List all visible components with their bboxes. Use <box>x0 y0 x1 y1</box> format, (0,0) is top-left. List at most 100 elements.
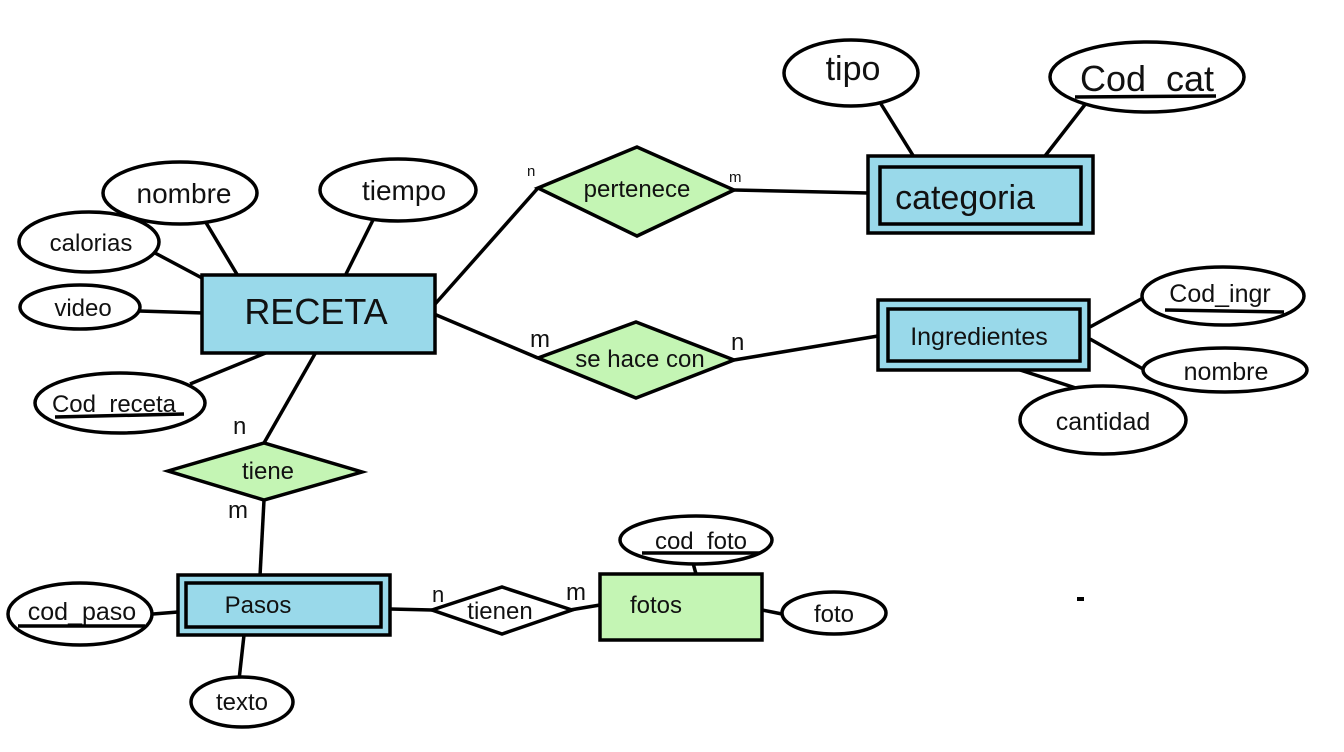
line-cantidad-ingredientes <box>1016 367 1083 392</box>
entity-fotos-label: fotos <box>630 592 682 619</box>
attribute-foto-ellipse <box>780 590 888 636</box>
attribute-foto: foto <box>780 590 888 636</box>
relationship-tienen-diamond <box>426 585 578 636</box>
attribute-video-ellipse <box>18 283 142 331</box>
line-nombre-receta <box>203 220 240 277</box>
entity-ingredientes-label: Ingredientes <box>910 323 1048 351</box>
relationship-se-hace-con-diamond <box>533 320 739 400</box>
line-codreceta-receta <box>189 350 269 386</box>
entity-receta: RECETA <box>200 273 437 355</box>
attribute-texto-ellipse <box>189 675 295 729</box>
attribute-cod-ingr: Cod_ingr <box>1140 265 1306 327</box>
entity-receta-box <box>200 273 437 355</box>
line-tiene-pasos <box>258 499 266 577</box>
line-codpaso-pasos <box>152 610 179 616</box>
cardinality-labels: n m m n n m n m <box>228 163 744 607</box>
attribute-cod-cat-key-underline <box>1074 94 1217 99</box>
cardinality-sehace-ingredientes: n <box>731 329 744 356</box>
attribute-video-label: video <box>54 295 111 322</box>
attribute-tipo: tipo <box>782 38 920 108</box>
relationship-pertenece-label: pertenece <box>584 176 691 203</box>
attribute-cod-cat: Cod_cat <box>1048 40 1246 114</box>
attribute-calorias-ellipse <box>17 210 161 274</box>
attribute-calorias: calorias <box>17 210 161 274</box>
cardinality-tienen-fotos: m <box>566 579 586 606</box>
attribute-cod-paso-label: cod_paso <box>28 598 136 626</box>
relationship-tiene-label: tiene <box>242 458 294 485</box>
attribute-nombre-receta-label: nombre <box>137 178 232 209</box>
entity-pasos-label: Pasos <box>225 592 292 619</box>
attribute-nombre-ingr: nombre <box>1141 346 1309 394</box>
attribute-cod-receta: Cod_receta <box>33 371 207 435</box>
line-video-receta <box>138 309 205 315</box>
relationship-se-hace-con: se hace con <box>533 320 739 400</box>
line-receta-sehacecon <box>433 312 539 360</box>
attribute-cantidad-label: cantidad <box>1056 408 1151 436</box>
entity-categoria-label: categoria <box>895 179 1035 217</box>
entity-pasos: Pasos <box>176 573 392 637</box>
attribute-cantidad-ellipse <box>1018 384 1188 456</box>
attribute-texto-label: texto <box>216 689 268 716</box>
attribute-cod-ingr-key-underline <box>1164 308 1285 314</box>
attribute-cod-cat-label: Cod_cat <box>1080 58 1214 99</box>
line-pasos-tienen <box>389 607 433 612</box>
cardinality-tiene-receta: n <box>233 413 246 440</box>
line-receta-pertenece <box>426 186 540 314</box>
relationship-tienen: tienen <box>426 585 578 636</box>
line-sehacecon-ingredientes <box>733 334 879 362</box>
entity-ingredientes-inner <box>886 307 1082 363</box>
attribute-nombre-receta-ellipse <box>101 160 259 226</box>
attribute-cantidad: cantidad <box>1018 384 1188 456</box>
attributes: nombre tiempo calorias video Cod_receta … <box>6 38 1309 729</box>
attribute-tiempo: tiempo <box>318 157 478 223</box>
attribute-nombre-ingr-ellipse <box>1141 346 1309 394</box>
attribute-cod-paso: cod_paso <box>6 581 154 647</box>
line-codingr-ingredientes <box>1089 296 1144 329</box>
line-codcat-categoria <box>1043 100 1089 158</box>
attribute-tipo-label: tipo <box>826 50 881 88</box>
entity-receta-label: RECETA <box>244 291 387 332</box>
entity-categoria-inner <box>878 165 1083 226</box>
cardinality-tiene-pasos: m <box>228 497 248 524</box>
attribute-nombre-ingr-label: nombre <box>1184 358 1269 386</box>
relationship-tienen-label: tienen <box>467 598 532 625</box>
stray-mark <box>1077 597 1084 601</box>
line-foto-fotos <box>761 608 783 616</box>
attribute-calorias-label: calorias <box>50 230 133 257</box>
entity-pasos-inner <box>184 581 383 629</box>
line-calorias-receta <box>154 251 203 280</box>
line-tiempo-receta <box>344 219 375 275</box>
line-pertenece-categoria <box>733 188 869 195</box>
cardinality-pertenece-categoria: m <box>729 169 742 186</box>
relationship-pertenece: pertenece <box>533 145 739 238</box>
line-nombre-ingredientes <box>1089 337 1144 371</box>
line-receta-tiene <box>262 351 318 444</box>
attribute-cod-paso-ellipse <box>6 581 154 647</box>
line-texto-pasos <box>237 634 246 681</box>
cardinality-sehace-receta: m <box>530 326 550 353</box>
attribute-tipo-ellipse <box>782 38 920 108</box>
line-tipo-categoria <box>879 103 916 158</box>
entity-fotos: fotos <box>598 572 764 642</box>
attribute-cod-foto-label: cod_foto <box>655 528 747 555</box>
attribute-tiempo-label: tiempo <box>362 175 446 206</box>
relationship-tiene: tiene <box>161 441 369 502</box>
attribute-cod-receta-key-underline <box>54 412 185 419</box>
relationship-se-hace-con-label: se hace con <box>575 346 704 373</box>
attribute-texto: texto <box>189 675 295 729</box>
entity-fotos-box <box>598 572 764 642</box>
relationship-pertenece-diamond <box>533 145 739 238</box>
entity-ingredientes: Ingredientes <box>876 298 1091 372</box>
attribute-tiempo-ellipse <box>318 157 478 223</box>
relationship-tiene-diamond <box>161 441 369 502</box>
entity-categoria: categoria <box>866 154 1095 235</box>
attribute-cod-ingr-label: Cod_ingr <box>1169 280 1270 308</box>
attribute-video: video <box>18 283 142 331</box>
attribute-cod-foto: cod_foto <box>618 514 774 566</box>
attribute-nombre-receta: nombre <box>101 160 259 226</box>
attribute-foto-label: foto <box>814 601 854 628</box>
connector-lines <box>138 100 1144 681</box>
cardinality-pertenece-receta: n <box>527 163 535 180</box>
cardinality-tienen-pasos: n <box>432 582 444 607</box>
